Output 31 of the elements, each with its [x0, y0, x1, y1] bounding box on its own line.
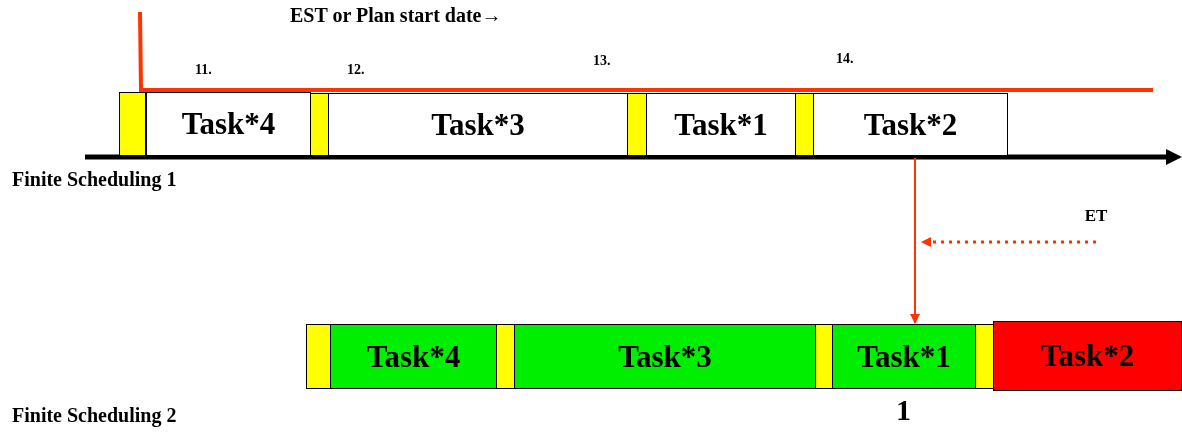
- task-box: [514, 324, 816, 389]
- task-box: [330, 324, 497, 389]
- task-box: [646, 93, 796, 156]
- task-label: Task*2: [1040, 338, 1135, 374]
- task-label: Task*4: [366, 338, 461, 375]
- task-box: [993, 321, 1182, 391]
- position-number: 1: [896, 393, 911, 427]
- task-label: Task*3: [431, 106, 525, 143]
- task-box: [146, 92, 311, 156]
- setup-bar: [815, 324, 833, 389]
- axis-caption: EST or Plan start date→: [290, 4, 502, 27]
- task-box: [832, 324, 976, 389]
- arrow: [910, 157, 920, 324]
- task-label: Task*3: [618, 338, 712, 375]
- task-label: Task*1: [857, 338, 951, 375]
- task-box: [813, 93, 1008, 156]
- row-label: Finite Scheduling 1: [12, 168, 177, 191]
- setup-bar: [627, 93, 647, 156]
- task-label: Task*4: [181, 106, 276, 142]
- setup-bar: [306, 324, 331, 389]
- task-label: Task*1: [674, 106, 768, 143]
- step-number: 13.: [593, 53, 611, 69]
- dotted-arrow: [921, 237, 1096, 247]
- step-number: 12.: [347, 62, 365, 78]
- step-number: 11.: [195, 62, 212, 78]
- task-label: Task*2: [863, 106, 958, 143]
- row-label: Finite Scheduling 2: [12, 404, 177, 427]
- step-number: 14.: [836, 51, 854, 67]
- annotation-text: ET: [1078, 206, 1114, 242]
- setup-bar: [119, 92, 146, 156]
- task-box: [328, 93, 628, 156]
